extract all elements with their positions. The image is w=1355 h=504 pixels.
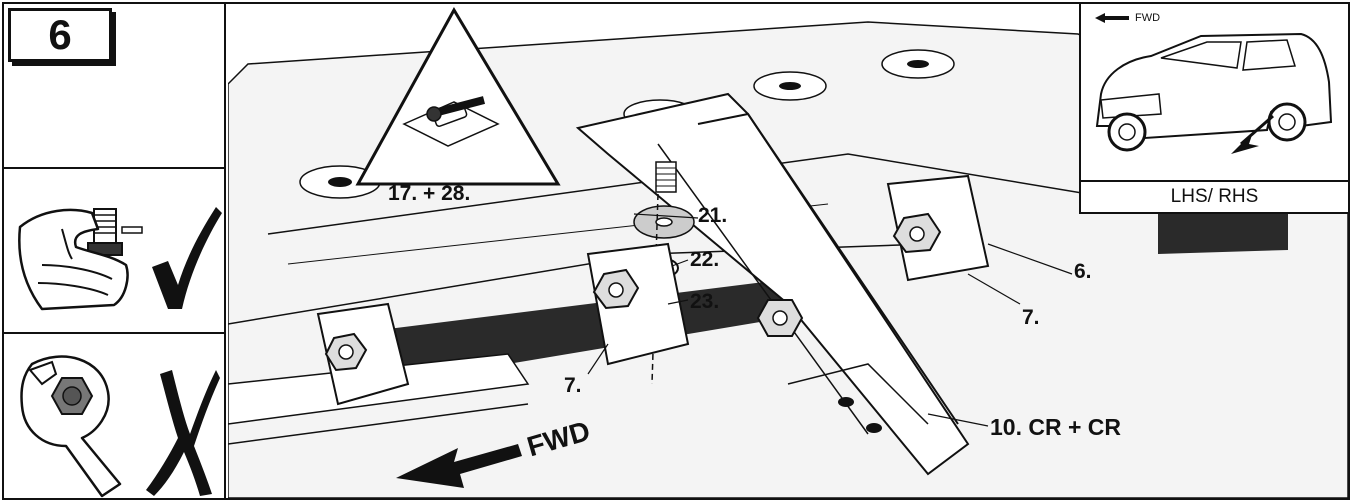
clip-nut-center — [586, 242, 690, 366]
inset-caption: LHS/ RHS — [1081, 180, 1348, 212]
cross-bar-bracket — [575, 92, 970, 476]
left-column — [2, 2, 226, 500]
hex-nut-icon — [50, 377, 94, 415]
clip-nut-right — [886, 174, 990, 282]
wrench-cell — [2, 332, 226, 500]
hand-tighten-cell — [2, 167, 226, 332]
cross-mark-icon — [146, 370, 220, 496]
vehicle-inset: FWD LHS/ RHS — [1079, 4, 1348, 214]
callout-23: 23. — [690, 290, 720, 313]
vehicle-drawing — [1095, 13, 1333, 154]
bolt-icon — [87, 208, 143, 256]
callout-7-left: 7. — [564, 374, 582, 397]
warning-triangle — [355, 6, 561, 186]
hand-tighten-illustration — [18, 207, 222, 311]
step-number-box: 6 — [8, 8, 112, 62]
hand-icon — [18, 208, 129, 311]
step-number: 6 — [48, 11, 72, 58]
callout-6: 6. — [1074, 260, 1092, 283]
leader-lines — [587, 213, 1073, 427]
wrench-icon — [20, 355, 122, 498]
suv-icon — [1095, 32, 1333, 154]
callout-21: 21. — [698, 204, 728, 227]
warning-part-label: 17. + 28. — [388, 182, 471, 205]
fwd-arrow-icon — [396, 444, 522, 488]
clip-nut-left — [316, 302, 410, 406]
callout-22: 22. — [690, 248, 720, 271]
inset-fwd-label: FWD — [1135, 12, 1161, 24]
callout-10: 10. CR + CR — [990, 414, 1122, 440]
callout-7-right: 7. — [1022, 306, 1040, 329]
check-mark-icon — [152, 207, 222, 309]
wrench-illustration — [20, 355, 220, 498]
inset-fwd-arrow-icon — [1095, 13, 1129, 23]
